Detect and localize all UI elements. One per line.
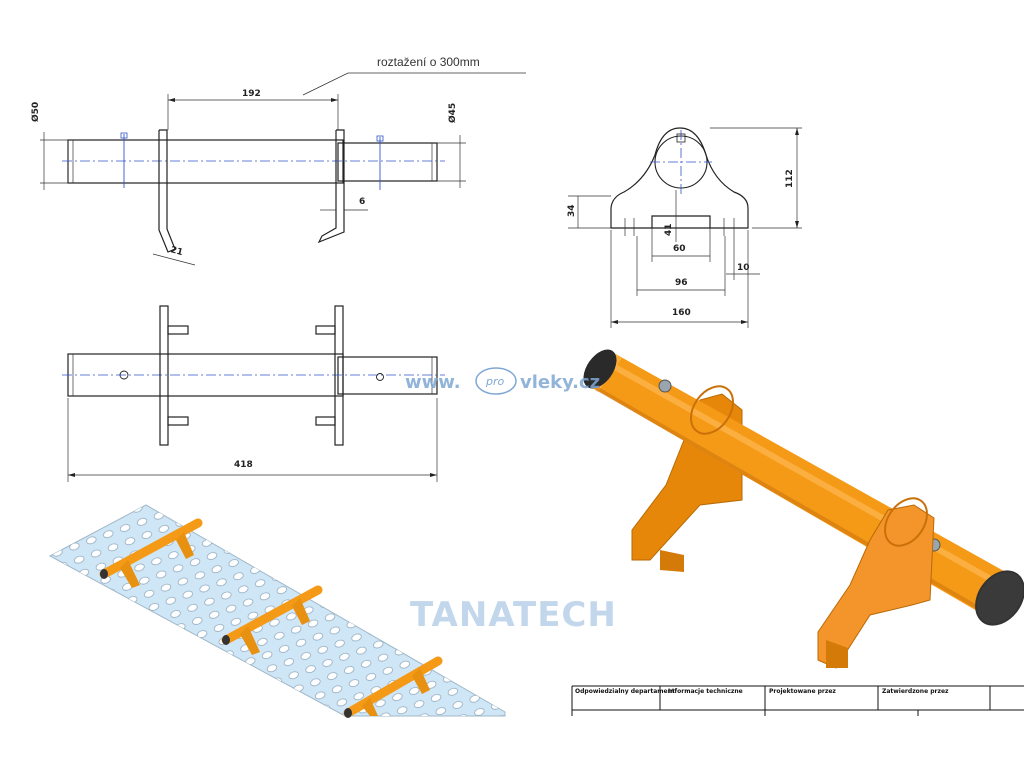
title-block-header-2: Informacje techniczne <box>668 688 743 695</box>
brand-watermark: TANATECH <box>410 595 617 635</box>
title-block-header-1: Odpowiedzialny departament <box>575 688 675 695</box>
bracket-3d-render <box>583 349 1024 669</box>
top-view-drawing: 418 <box>62 305 445 482</box>
dim-418: 418 <box>234 460 253 470</box>
dim-96: 96 <box>675 278 688 288</box>
title-block: Odpowiedzialny departament Informacje te… <box>571 685 1024 716</box>
watermark-pro-circle <box>475 367 517 395</box>
watermark-prefix: www. <box>405 372 461 393</box>
dim-112: 112 <box>785 169 795 188</box>
watermark-suffix: vleky.cz <box>520 372 600 393</box>
watermark-pro: pro <box>485 375 505 388</box>
dim-6: 6 <box>359 197 365 207</box>
title-block-header-3: Projektowane przez <box>769 688 836 695</box>
dim-160: 160 <box>672 308 691 318</box>
front-view-drawing: 112 34 41 60 96 10 160 <box>567 127 802 328</box>
dim-41: 41 <box>664 223 674 236</box>
dim-10: 10 <box>737 263 750 273</box>
dim-34: 34 <box>567 204 577 217</box>
title-block-header-4: Zatwierdzone przez <box>882 688 949 695</box>
extension-note: roztažení o 300mm <box>377 55 480 69</box>
dim-60: 60 <box>673 244 686 254</box>
tube-outer <box>67 139 344 184</box>
bracket-on-plate-3 <box>343 656 443 718</box>
dim-d50: Ø50 <box>30 102 41 122</box>
dim-21: 21 <box>169 245 184 258</box>
side-view-drawing: roztažení o 300mm 192 Ø50 Ø45 <box>30 55 526 266</box>
website-watermark: www. pro vleky.cz <box>405 367 600 395</box>
annotation-leader <box>302 72 526 96</box>
tube-inner <box>337 142 438 182</box>
bracket-on-plate-1 <box>99 518 203 588</box>
dim-192: 192 <box>242 89 261 99</box>
bracket-on-plate-2 <box>221 585 323 655</box>
dim-d45: Ø45 <box>447 103 458 123</box>
